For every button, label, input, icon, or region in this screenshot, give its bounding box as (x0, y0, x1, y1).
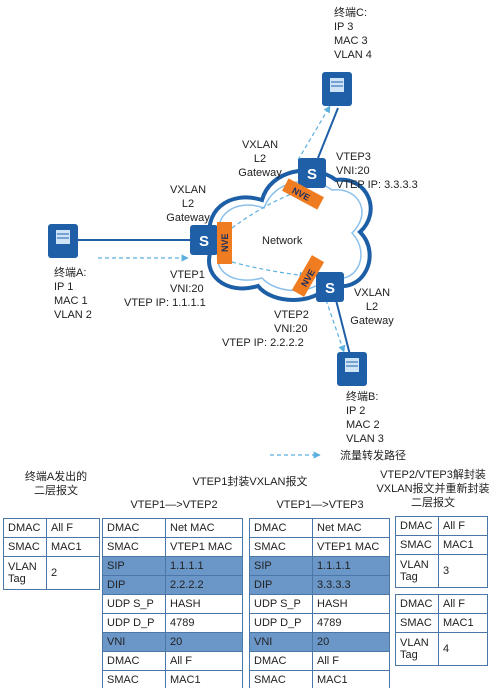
terminal-b-mac: MAC 2 (346, 419, 380, 431)
vtep2-switch-icon: S (316, 272, 344, 302)
vtep2-role-2: L2 (366, 301, 378, 313)
terminal-a-ip: IP 1 (54, 281, 73, 293)
svg-text:S: S (325, 280, 335, 297)
vtep2-vni: VNI:20 (274, 323, 308, 335)
caption-vtep1-encap: VTEP1封装VXLAN报文 (192, 476, 308, 488)
terminal-a-name: 终端A: (54, 265, 86, 279)
terminal-b-icon (337, 352, 367, 386)
caption-a-line2: 二层报文 (34, 485, 78, 497)
caption-v1-to-v3: VTEP1—>VTEP3 (276, 499, 364, 511)
vtep1-nve-icon: NVE (217, 222, 232, 264)
link-vtep3-c (317, 107, 339, 159)
terminal-c-mac: MAC 3 (334, 35, 368, 47)
vtep3-vni: VNI:20 (336, 165, 370, 177)
terminal-c-ip: IP 3 (334, 21, 353, 33)
vtep3-role-1: VXLAN (242, 139, 278, 151)
svg-text:NVE: NVE (220, 233, 230, 252)
vtep1-switch-icon: S (182, 225, 218, 255)
terminal-b-ip: IP 2 (346, 405, 365, 417)
vtep1-vni: VNI:20 (170, 283, 204, 295)
caption-v1-to-v2: VTEP1—>VTEP2 (130, 499, 218, 511)
terminal-c-name: 终端C: (334, 5, 367, 19)
svg-text:S: S (307, 166, 317, 183)
svg-text:S: S (199, 233, 209, 250)
vtep1-role-1: VXLAN (170, 184, 206, 196)
terminal-c-vlan: VLAN 4 (334, 49, 372, 61)
vtep1-ip: VTEP IP: 1.1.1.1 (124, 297, 206, 309)
vtep2-role-1: VXLAN (354, 287, 390, 299)
vtep1-role-3: Gateway (166, 212, 210, 224)
vtep1-role-2: L2 (182, 198, 194, 210)
caption-decap-line1: VTEP2/VTEP3解封装 (380, 469, 486, 481)
legend-label: 流量转发路径 (340, 448, 406, 462)
vtep1-name: VTEP1 (170, 269, 205, 281)
caption-decap-line3: 二层报文 (411, 497, 455, 509)
vtep2-name: VTEP2 (274, 309, 309, 321)
network-label: Network (262, 235, 303, 247)
caption-decap-line2: VXLAN报文并重新封装 (376, 483, 490, 495)
vtep2-ip: VTEP IP: 2.2.2.2 (222, 337, 304, 349)
terminal-c-icon (322, 72, 352, 106)
caption-decap: VTEP2/VTEP3解封装 VXLAN报文并重新封装 二层报文 (368, 468, 498, 510)
vtep3-ip: VTEP IP: 3.3.3.3 (336, 179, 418, 191)
link-vtep2-b (335, 299, 351, 356)
network-cloud (207, 168, 373, 302)
vtep3-role-3: Gateway (238, 167, 282, 179)
terminal-a-vlan: VLAN 2 (54, 309, 92, 321)
caption-terminal-a-frame: 终端A发出的 二层报文 (6, 470, 106, 498)
topology-diagram: Network S NVE S (48, 5, 418, 462)
terminal-a-icon (48, 224, 78, 258)
terminal-b-name: 终端B: (346, 389, 378, 403)
vtep2-role-3: Gateway (350, 315, 394, 327)
vtep3-name: VTEP3 (336, 151, 371, 163)
caption-a-line1: 终端A发出的 (24, 471, 88, 483)
vtep3-role-2: L2 (254, 153, 266, 165)
terminal-a-mac: MAC 1 (54, 295, 88, 307)
vtep3-switch-icon: S (298, 158, 326, 188)
terminal-b-vlan: VLAN 3 (346, 433, 384, 445)
